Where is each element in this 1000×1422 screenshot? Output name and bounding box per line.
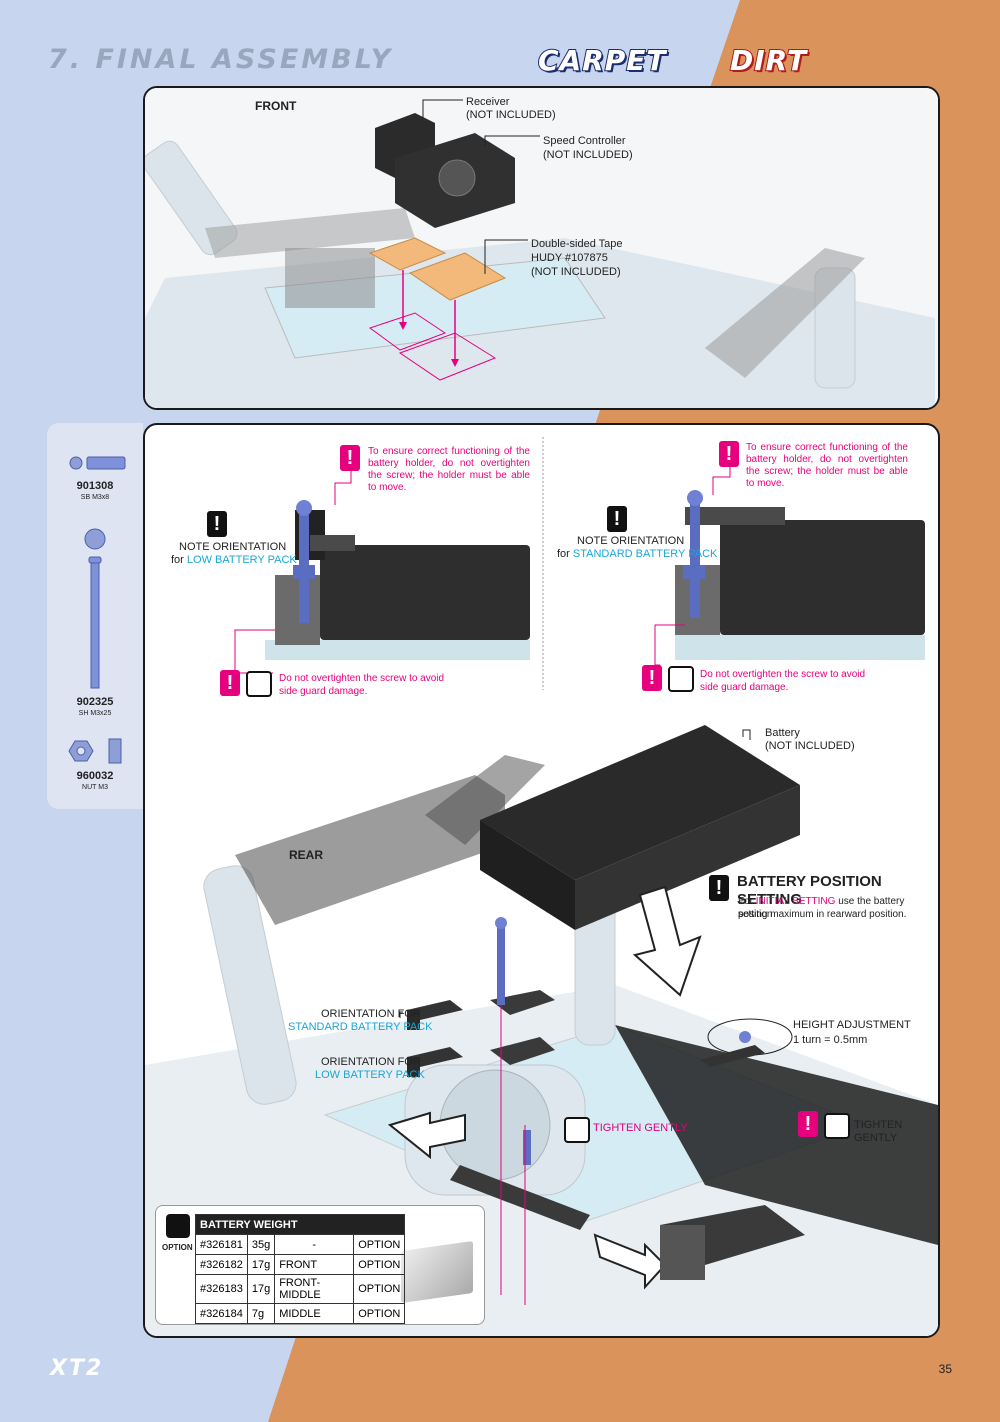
- receiver-label: Receiver: [466, 96, 510, 108]
- table-row: #326183 17g FRONT-MIDDLE OPTION: [195, 1274, 406, 1304]
- warning-icon: !: [340, 445, 360, 471]
- warning-guard-text: Do not overtighten the screw to avoid: [700, 669, 866, 680]
- front-label: FRONT: [255, 99, 297, 113]
- orientation-for-label: ORIENTATION FOR: [321, 1008, 421, 1020]
- hex-driver-icon: [246, 671, 272, 697]
- speed-controller-label: Speed Controller: [543, 135, 626, 147]
- warning-holder-text: To ensure correct functioning of the bat…: [368, 446, 530, 493]
- standard-battery-pack-label: STANDARD BATTERY PACK: [572, 548, 718, 560]
- top-assembly-panel: FRONT Receiver (NOT INCLUDED) Speed Cont…: [143, 86, 940, 410]
- option-label: OPTION: [162, 1243, 193, 1252]
- warning-icon: !: [719, 441, 739, 467]
- carpet-badge: CARPET: [537, 43, 667, 78]
- tighten-gently-label: TIGHTEN GENTLY: [593, 1122, 688, 1134]
- battery-weight-table: BATTERY WEIGHT #326181 35g - OPTION #326…: [194, 1214, 406, 1324]
- page-number: 35: [938, 1362, 952, 1376]
- for-label: For: [738, 896, 753, 907]
- hex-driver-icon: [564, 1117, 590, 1143]
- table-row: #326184 7g MIDDLE OPTION: [195, 1303, 406, 1324]
- orientation-low-label: LOW BATTERY PACK: [315, 1069, 425, 1081]
- screw-sb-m3x8-icon: [86, 456, 126, 470]
- low-battery-pack-label: LOW BATTERY PACK: [186, 554, 297, 566]
- note-icon: !: [709, 875, 729, 901]
- part-code: 902325: [76, 696, 114, 708]
- warning-guard-text: side guard damage.: [700, 682, 789, 693]
- battery-low-graphic: [320, 545, 530, 640]
- battery-graphic: [480, 725, 800, 880]
- hex-driver-icon: [668, 666, 694, 692]
- part-desc: SH M3x25: [78, 710, 112, 717]
- orientation-standard-label: STANDARD BATTERY PACK: [288, 1021, 433, 1033]
- rear-label: REAR: [289, 848, 324, 862]
- table-row: #326181 35g - OPTION: [195, 1234, 406, 1255]
- battery-assembly-panel: ! To ensure correct functioning of the b…: [143, 423, 940, 1338]
- speed-controller-note: (NOT INCLUDED): [543, 149, 633, 161]
- tape-label: Double-sided Tape: [531, 238, 623, 250]
- part-desc: NUT M3: [82, 784, 108, 791]
- weight-plate-image: [401, 1240, 473, 1304]
- part-code: 901308: [76, 480, 114, 492]
- battery-note: (NOT INCLUDED): [765, 740, 855, 752]
- position-text: use the battery position: [738, 896, 905, 920]
- parts-list-panel: 901308 SB M3x8 902325 SH M3x25 960032 NU…: [47, 423, 143, 809]
- warning-guard-text: Do not overtighten the screw to avoid: [279, 673, 445, 684]
- tape-note: (NOT INCLUDED): [531, 266, 621, 278]
- table-header: BATTERY WEIGHT: [194, 1214, 406, 1235]
- for-label: for: [557, 548, 570, 560]
- initial-setting-label: INITIAL SETTING: [755, 896, 836, 907]
- note-icon: !: [607, 506, 627, 532]
- thumbs-up-icon: [166, 1214, 190, 1238]
- height-turn-label: 1 turn = 0.5mm: [793, 1034, 868, 1046]
- battery-position-title: BATTERY POSITION SETTING: [737, 873, 882, 908]
- warning-guard-text: side guard damage.: [279, 686, 368, 697]
- chassis-front-illustration: [145, 88, 938, 408]
- xt2-logo: XT2: [50, 1356, 104, 1381]
- warning-icon: !: [642, 665, 662, 691]
- position-text: setting maximum in rearward position.: [738, 909, 907, 920]
- parts-icons: [68, 456, 126, 764]
- screw-sh-m3x25-icon: [90, 562, 100, 689]
- for-label: for: [171, 554, 184, 566]
- warning-icon: !: [798, 1111, 818, 1137]
- note-orientation-label: NOTE ORIENTATION: [179, 541, 287, 553]
- battery-label: Battery: [765, 727, 800, 739]
- tighten-gently-label: TIGHTEN GENTLY: [854, 1119, 903, 1144]
- part-code: 960032: [76, 770, 114, 782]
- orientation-for-label: ORIENTATION FOR: [321, 1056, 421, 1068]
- dirt-badge: DIRT: [729, 43, 808, 78]
- receiver-note: (NOT INCLUDED): [466, 109, 556, 121]
- note-icon: !: [207, 511, 227, 537]
- section-title: 7. FINAL ASSEMBLY: [48, 44, 394, 75]
- note-orientation-label: NOTE ORIENTATION: [577, 535, 685, 547]
- warning-icon: !: [220, 670, 240, 696]
- part-desc: SB M3x8: [80, 494, 110, 501]
- height-adjustment-label: HEIGHT ADJUSTMENT: [793, 1019, 911, 1031]
- warning-holder-text: To ensure correct functioning of the bat…: [746, 442, 908, 489]
- battery-standard-graphic: [720, 520, 925, 635]
- tape-part-label: HUDY #107875: [531, 252, 608, 264]
- hex-driver-icon: [824, 1113, 850, 1139]
- table-row: #326182 17g FRONT OPTION: [195, 1254, 406, 1275]
